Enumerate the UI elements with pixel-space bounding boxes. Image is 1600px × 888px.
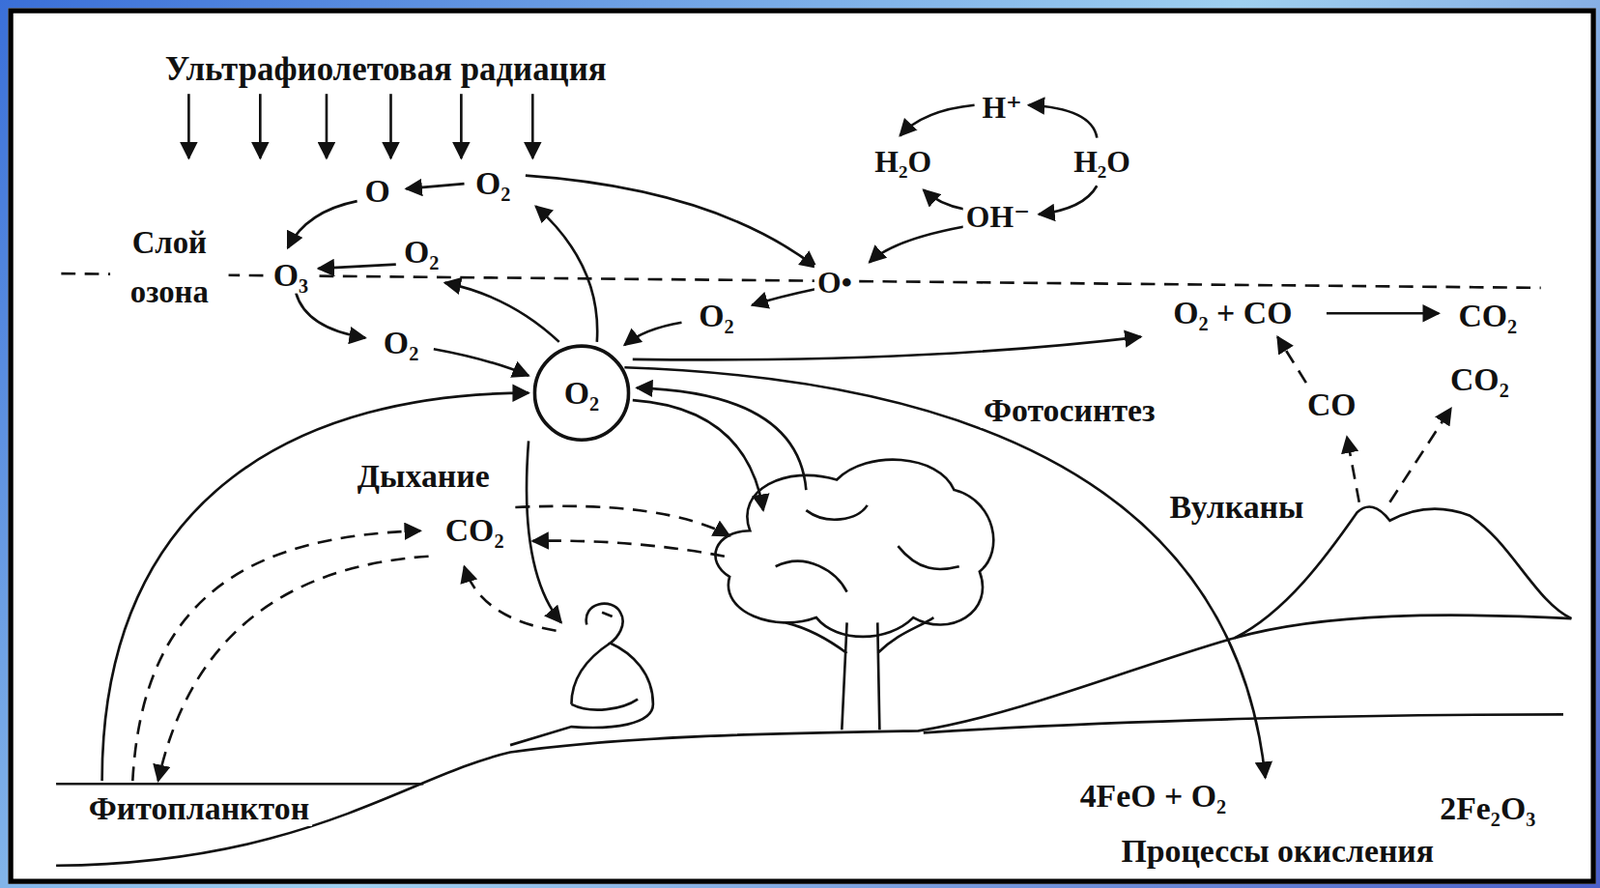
layer-label: Слой озона <box>110 218 229 317</box>
heading-label: Ультрафиолетовая радиация <box>162 51 610 88</box>
tree <box>714 459 994 731</box>
person <box>510 603 654 745</box>
dashed-arrows <box>132 337 1452 781</box>
formula-label: CO₂ <box>1447 361 1513 398</box>
formula-label: CO₂ <box>442 513 508 549</box>
landscape <box>56 507 1572 866</box>
formula-label: O₂ + CO <box>1170 295 1296 332</box>
process-label: Дыхание <box>354 458 493 495</box>
species-formula: O₂ <box>564 373 600 412</box>
formula-label: O₂ <box>380 324 423 361</box>
formula-label: 4FeO + O₂ <box>1077 777 1230 814</box>
formula-label: O• <box>814 264 856 299</box>
formula-label: H₂O <box>871 143 935 178</box>
process-label: Фотосинтез <box>980 392 1159 429</box>
formula-label: 2Fe₂O₃ <box>1436 790 1539 827</box>
formula-label: O₂ <box>400 233 443 270</box>
formula-label: O₂ <box>472 166 515 202</box>
formula-label: O₃ <box>270 257 313 294</box>
picture-frame <box>7 7 1596 884</box>
process-label: Вулканы <box>1166 488 1307 525</box>
formula-label: O₂ <box>695 298 738 335</box>
uv-arrows <box>188 93 533 159</box>
formula-label: CO₂ <box>1455 298 1520 335</box>
reaction-arrows <box>102 105 1440 781</box>
formula-label: O <box>361 172 394 209</box>
formula-label: H⁺ <box>978 89 1026 124</box>
formula-label: H₂O <box>1070 143 1134 178</box>
place-label: Фитопланктон <box>85 790 314 827</box>
formula-label: OH⁻ <box>963 200 1033 234</box>
formula-label: CO <box>1304 387 1360 424</box>
process-label: Процессы окисления <box>1117 832 1437 869</box>
species-circle: O₂ <box>532 343 630 442</box>
